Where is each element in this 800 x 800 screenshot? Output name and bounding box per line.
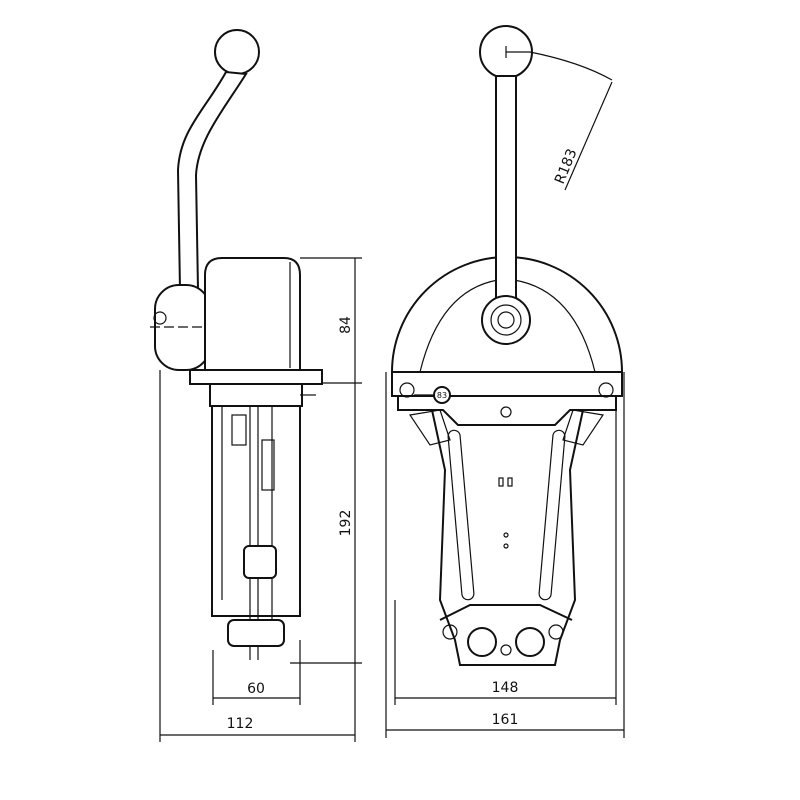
- front-cable-hole-left: [467, 627, 497, 657]
- front-slot-right: [538, 429, 566, 601]
- side-cable-clamp: [227, 619, 285, 647]
- front-lever: [495, 75, 517, 307]
- side-hub-cap: [153, 311, 167, 325]
- side-knob: [214, 29, 260, 75]
- side-housing: [204, 257, 301, 373]
- front-screw-left: [399, 382, 415, 398]
- side-mechanism-1: [231, 414, 247, 446]
- dim-192: 192: [338, 510, 354, 537]
- dim-112: 112: [227, 716, 254, 732]
- front-screw-right: [598, 382, 614, 398]
- front-side-brackets: [408, 409, 605, 446]
- front-hub: [481, 295, 531, 345]
- side-lower-body: [211, 405, 301, 617]
- side-dimensions: 84 192 60 112: [159, 257, 362, 742]
- side-mechanism-2: [261, 439, 275, 491]
- radius-arc: [529, 51, 613, 81]
- front-flange: [391, 371, 623, 397]
- front-mount-plate: [397, 395, 617, 426]
- side-flange: [189, 369, 323, 385]
- front-view: 83: [390, 25, 624, 666]
- front-body: [431, 409, 584, 666]
- side-view: [150, 29, 323, 660]
- radius-leader: [564, 81, 613, 191]
- front-slot-left: [447, 429, 475, 601]
- dim-161: 161: [492, 712, 519, 728]
- dim-84: 84: [338, 316, 354, 334]
- side-pulley: [243, 545, 277, 579]
- dim-r183: R183: [552, 147, 580, 187]
- part-callout: 83: [414, 386, 451, 404]
- front-cable-hole-right: [515, 627, 545, 657]
- part-callout-circle: [433, 386, 451, 404]
- part-callout-83: 83: [437, 391, 447, 400]
- dim-60: 60: [247, 681, 265, 697]
- side-bracket: [209, 383, 303, 407]
- front-bottom-bracket: [439, 604, 573, 621]
- dim-148: 148: [492, 680, 519, 696]
- front-dome-inner: [419, 279, 596, 373]
